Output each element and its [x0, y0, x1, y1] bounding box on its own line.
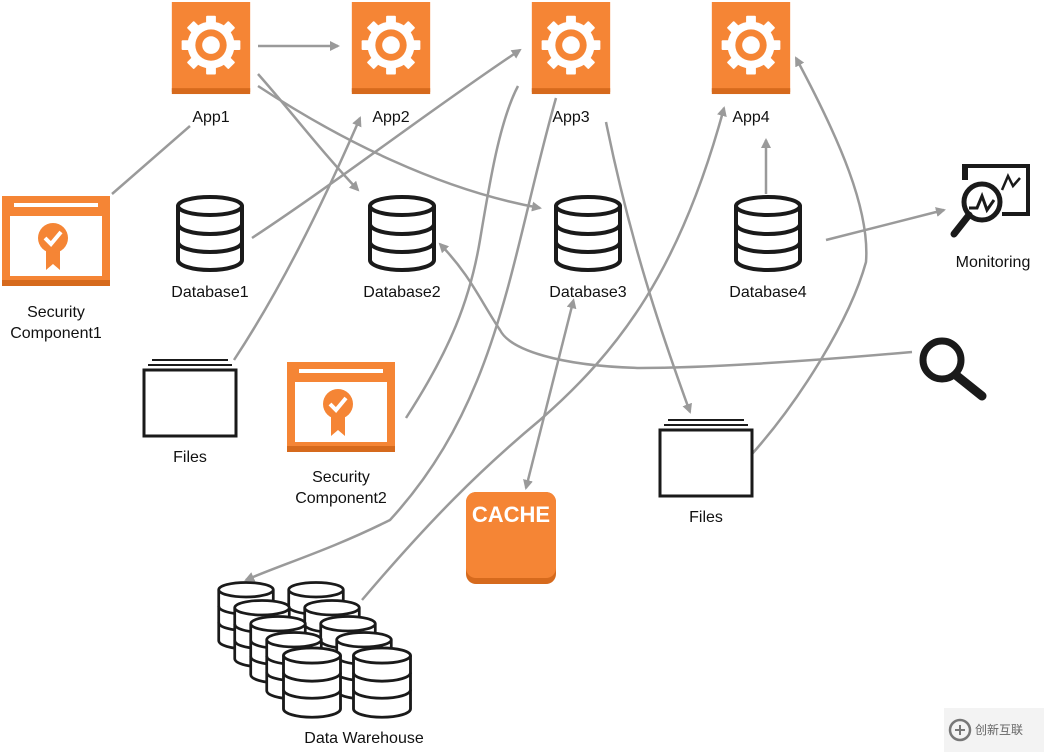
gear-icon — [351, 2, 431, 95]
cache-node[interactable]: CACHE — [466, 492, 556, 584]
gear-icon — [531, 2, 611, 95]
monitoring-label: Monitoring — [956, 254, 1031, 271]
gear-icon — [171, 2, 251, 95]
edge-app3-files2 — [604, 121, 692, 414]
files-icon — [658, 418, 754, 498]
cache-icon — [466, 492, 556, 584]
edge-app3-warehouse — [244, 97, 558, 582]
app2-node[interactable]: App2 — [351, 2, 431, 126]
security-component2-label-line2: Component2 — [295, 490, 387, 507]
search-node[interactable] — [919, 337, 987, 401]
database4-node[interactable]: Database4 — [729, 195, 807, 301]
watermark-text: 创新互联 — [975, 722, 1023, 737]
database2-node[interactable]: Database2 — [363, 195, 441, 301]
app1-label: App1 — [192, 109, 229, 126]
data-warehouse-label: Data Warehouse — [304, 730, 424, 747]
edge-security2-app3 — [404, 85, 520, 419]
security-component2-node[interactable]: Security Component2 — [285, 360, 397, 507]
gear-icon — [711, 2, 791, 95]
monitoring-icon — [950, 164, 1030, 238]
database-icon — [176, 195, 244, 272]
app3-node[interactable]: App3 — [531, 2, 611, 126]
edge-security1-app1 — [111, 125, 191, 195]
edge-database1-app3 — [251, 48, 522, 240]
database-cluster-icon — [217, 581, 412, 719]
files-icon — [142, 358, 238, 438]
watermark: 创新互联 — [944, 708, 1044, 752]
edge-database3-cache — [523, 298, 577, 490]
files1-node[interactable]: Files — [142, 358, 238, 466]
edge-database4-monitoring — [825, 207, 946, 242]
edge-files1-app2 — [232, 116, 362, 361]
cache-label: CACHE — [472, 502, 550, 527]
files1-label: Files — [173, 449, 207, 466]
logo-icon — [948, 718, 972, 742]
database-icon — [554, 195, 622, 272]
database3-label: Database3 — [549, 284, 626, 301]
edge-search-database2 — [438, 242, 913, 370]
app2-label: App2 — [372, 109, 409, 126]
database-icon — [734, 195, 802, 272]
edge-app1-database3 — [257, 84, 542, 212]
database3-node[interactable]: Database3 — [549, 195, 627, 301]
app4-label: App4 — [732, 109, 769, 126]
files2-label: Files — [689, 509, 723, 526]
app3-label: App3 — [552, 109, 589, 126]
edge-app1-database2 — [257, 73, 360, 192]
database1-node[interactable]: Database1 — [171, 195, 249, 301]
data-warehouse-node[interactable]: Data Warehouse — [217, 581, 424, 747]
database1-label: Database1 — [171, 284, 248, 301]
security-component1-label-line1: Security — [27, 304, 85, 321]
database2-label: Database2 — [363, 284, 440, 301]
security-component1-node[interactable]: Security Component1 — [0, 194, 112, 342]
security-component1-label-line2: Component1 — [10, 325, 102, 342]
app1-node[interactable]: App1 — [171, 2, 251, 126]
files2-node[interactable]: Files — [658, 418, 754, 526]
connectors — [111, 41, 946, 601]
database-icon — [368, 195, 436, 272]
edge-files2-app4 — [751, 56, 868, 455]
magnifier-icon — [919, 337, 987, 401]
database4-label: Database4 — [729, 284, 806, 301]
certificate-icon — [0, 194, 112, 288]
app4-node[interactable]: App4 — [711, 2, 791, 126]
monitoring-node[interactable]: Monitoring — [950, 164, 1031, 271]
security-component2-label-line1: Security — [312, 469, 370, 486]
certificate-icon — [285, 360, 397, 454]
